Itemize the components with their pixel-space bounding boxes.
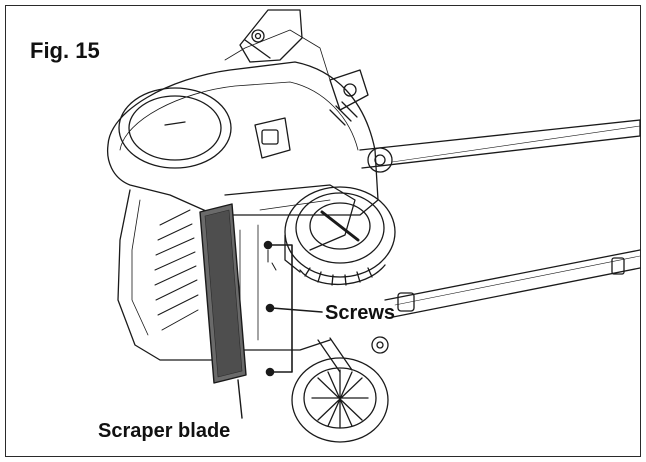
screw-leader-lines [263,240,323,377]
upper-handle [359,119,641,169]
scraper-blade-callout: Scraper blade [98,420,231,442]
cutting-cylinder [154,209,199,331]
screws-callout: Screws [325,302,396,324]
figure-label: Fig. 15 [30,38,100,63]
rear-wheel [284,186,396,286]
scraper-blade [199,203,247,419]
top-bracket [239,9,369,111]
figure-frame [5,5,641,457]
lower-handle [384,249,641,319]
main-housing [106,29,393,216]
front-roller [291,336,389,443]
